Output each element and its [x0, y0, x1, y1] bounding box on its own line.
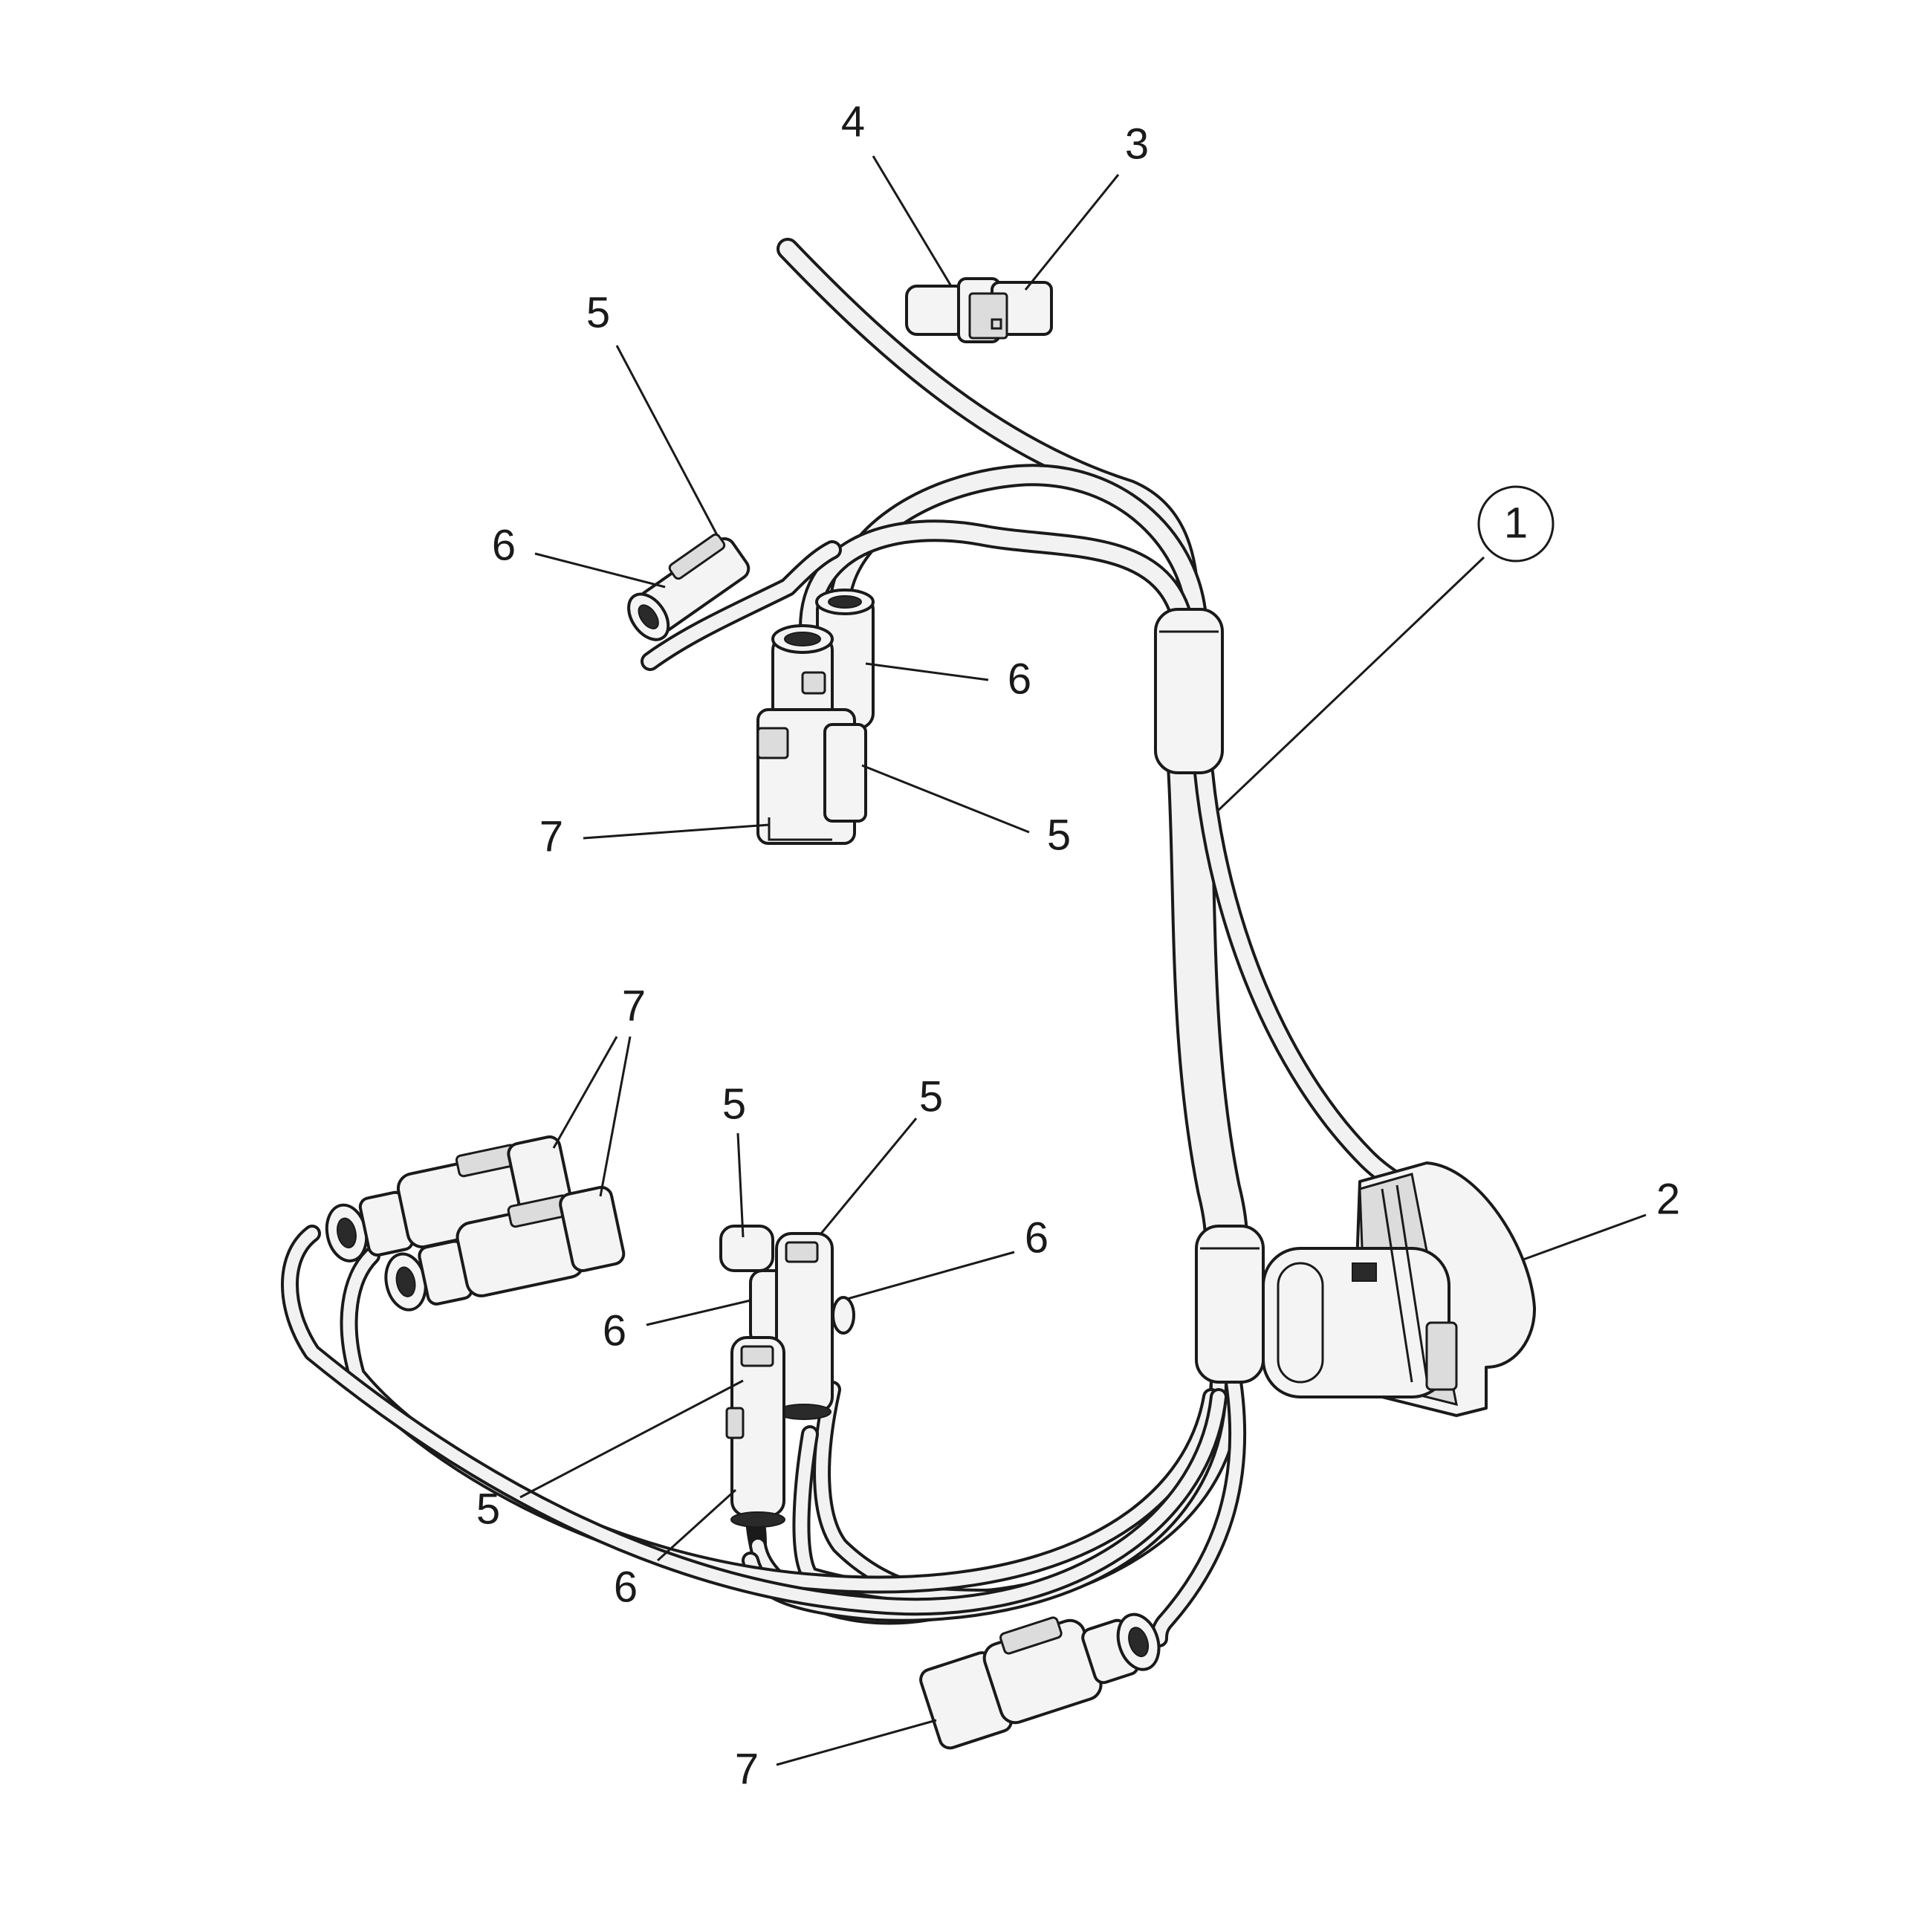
connector-7-bottom [919, 1612, 1161, 1750]
callout-5c: 5 [722, 1080, 746, 1128]
leader-lines [519, 155, 1647, 1766]
wire-sleeve-upper [1154, 608, 1224, 774]
connector-5-6-upper-left [627, 533, 751, 641]
leader-7b-2 [599, 1036, 632, 1197]
leader-1 [1217, 556, 1485, 811]
leader-6d [646, 1299, 751, 1326]
leader-5d [820, 1118, 918, 1234]
connector-cluster-lower [719, 1225, 855, 1528]
leader-6a [534, 552, 666, 589]
callout-2: 2 [1656, 1175, 1680, 1223]
callout-5a: 5 [586, 288, 610, 337]
wire-bundle-lower [281, 1225, 1247, 1647]
callout-5b: 5 [1047, 811, 1071, 859]
callout-6c: 6 [1025, 1213, 1048, 1262]
callout-7b: 7 [622, 982, 646, 1030]
callout-6a: 6 [492, 521, 516, 569]
leader-6b [865, 662, 989, 681]
leader-3 [1024, 174, 1120, 291]
connector-3-4 [905, 277, 1053, 343]
callout-1-circle [1477, 485, 1555, 563]
leader-6c [846, 1251, 1015, 1300]
leader-2 [1523, 1213, 1647, 1261]
callout-3: 3 [1125, 120, 1149, 168]
wire-bundle-upper [641, 238, 1208, 671]
leader-5b [861, 764, 1030, 834]
wire-trunk-main [1167, 743, 1415, 1263]
connector-7-lower-left-b [384, 1185, 626, 1312]
callout-5e: 5 [476, 1485, 500, 1533]
wire-sleeve-lower [1195, 1225, 1265, 1384]
callout-6e: 6 [614, 1563, 638, 1611]
connector-2-main [1262, 1161, 1537, 1417]
leader-7a [583, 823, 770, 840]
callout-4: 4 [841, 97, 865, 146]
callout-1: 1 [1504, 499, 1528, 547]
leader-5c [736, 1132, 745, 1238]
leader-5e [519, 1379, 744, 1499]
leader-6e [656, 1488, 737, 1562]
callout-7a: 7 [539, 812, 563, 860]
connector-cluster-upper [756, 589, 875, 845]
leader-5a [615, 345, 719, 536]
callout-6b: 6 [1008, 655, 1031, 703]
leader-7c [776, 1719, 937, 1766]
harness-wires [281, 238, 1415, 1647]
leader-4 [872, 155, 953, 287]
callout-5d: 5 [919, 1072, 943, 1121]
callout-6d: 6 [603, 1306, 626, 1355]
leader-7b-1 [552, 1036, 618, 1149]
callout-7c: 7 [735, 1745, 759, 1793]
callout-labels: 1 2 3 4 5 6 6 7 5 7 5 5 6 6 5 6 7 [476, 97, 1680, 1793]
